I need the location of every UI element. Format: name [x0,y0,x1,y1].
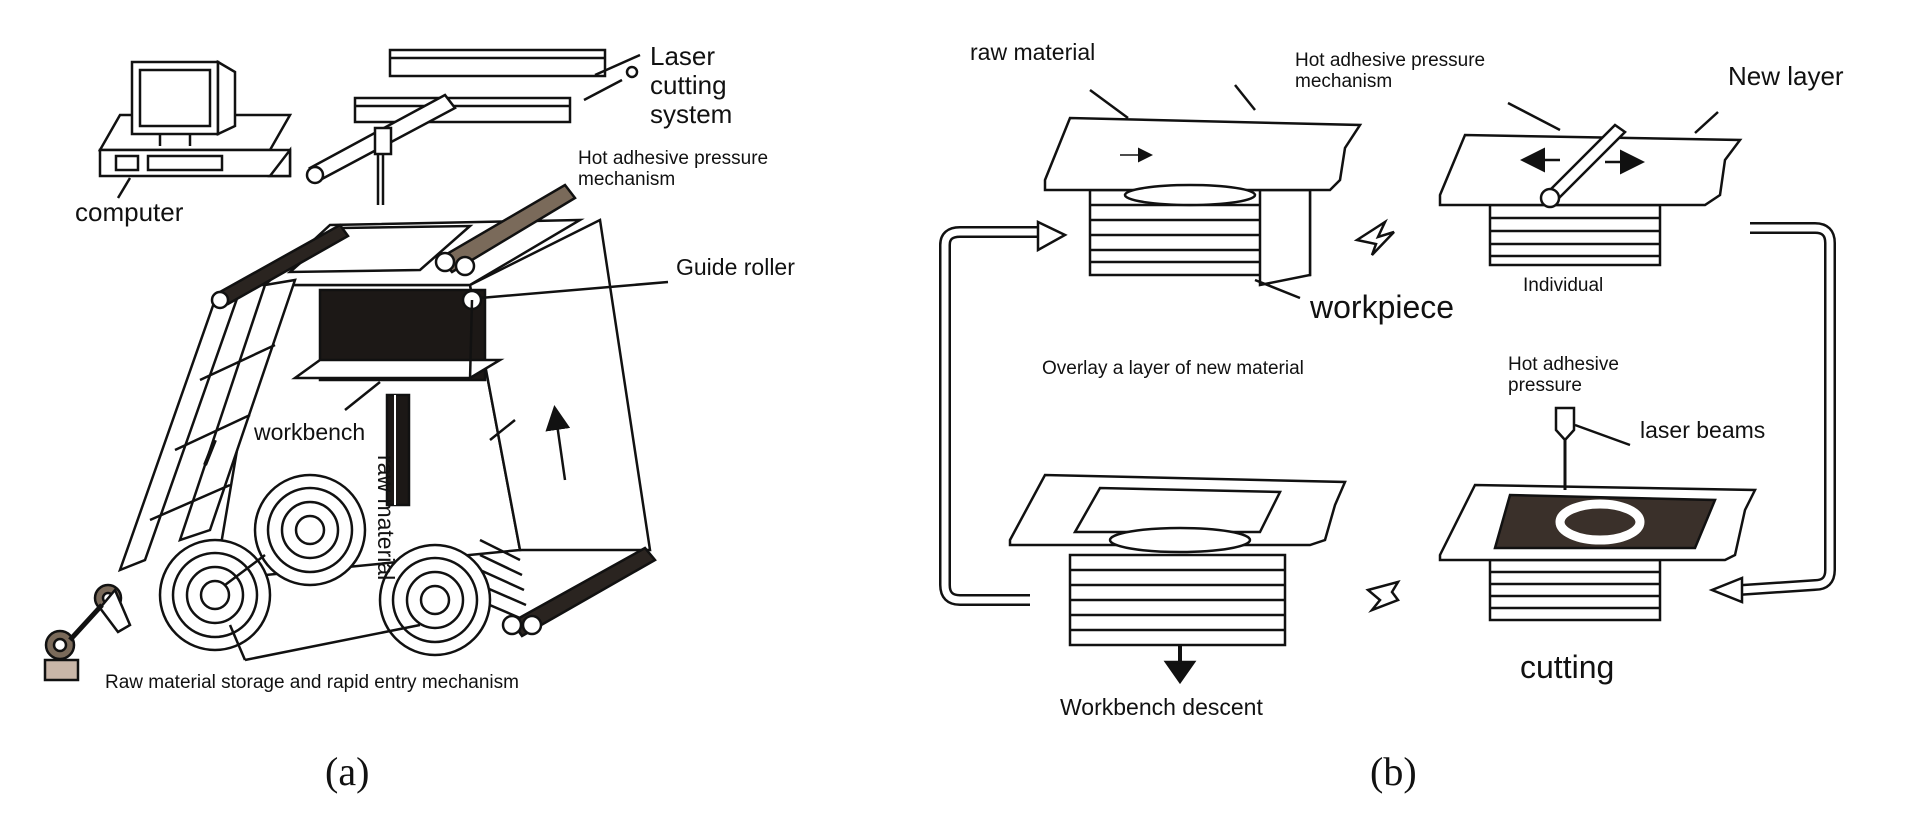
label-guide-roller: Guide roller [676,254,795,280]
label-new-layer: New layer [1728,61,1844,91]
label-raw-material-a: raw material [373,455,399,581]
panel-b-leaders [1089,84,1719,300]
label-cutting: cutting [1520,649,1615,685]
machine-frame [117,183,657,638]
label-raw-material-b: raw material [970,39,1096,65]
step-cutting [1438,406,1758,622]
label-laser-cutting-system: Laser cutting system [650,41,733,130]
step-descent [1008,473,1347,685]
panel-a-machine [43,48,669,682]
caption-a: (a) [325,749,370,794]
label-workpiece: workpiece [1310,289,1455,325]
label-individual: Individual [1523,275,1604,296]
material-reels [43,473,492,682]
laser-head-icon [305,48,641,205]
cycle-arrows [939,218,1836,613]
panel-b-process [939,84,1836,685]
label-storage-mechanism: Raw material storage and rapid entry mec… [105,672,519,693]
label-hot-adhesive-pressure-mechanism-b: Hot adhesive pressure mechanism [1295,50,1486,93]
step-overlay-stack [1043,116,1363,287]
computer-icon [97,59,293,178]
panel-a-leaders [116,177,669,662]
label-laser-beams: laser beams [1640,417,1766,443]
label-workbench-descent: Workbench descent [1060,694,1263,720]
label-workbench: workbench [254,419,366,445]
caption-b: (b) [1370,749,1417,794]
step-new-layer [1438,123,1743,267]
label-computer: computer [75,197,184,227]
label-overlay: Overlay a layer of new material [1042,358,1304,379]
label-hot-adhesive-pressure: Hot adhesive pressure [1508,354,1619,397]
label-hot-adhesive-pressure-mechanism-a: Hot adhesive pressure mechanism [578,148,769,191]
